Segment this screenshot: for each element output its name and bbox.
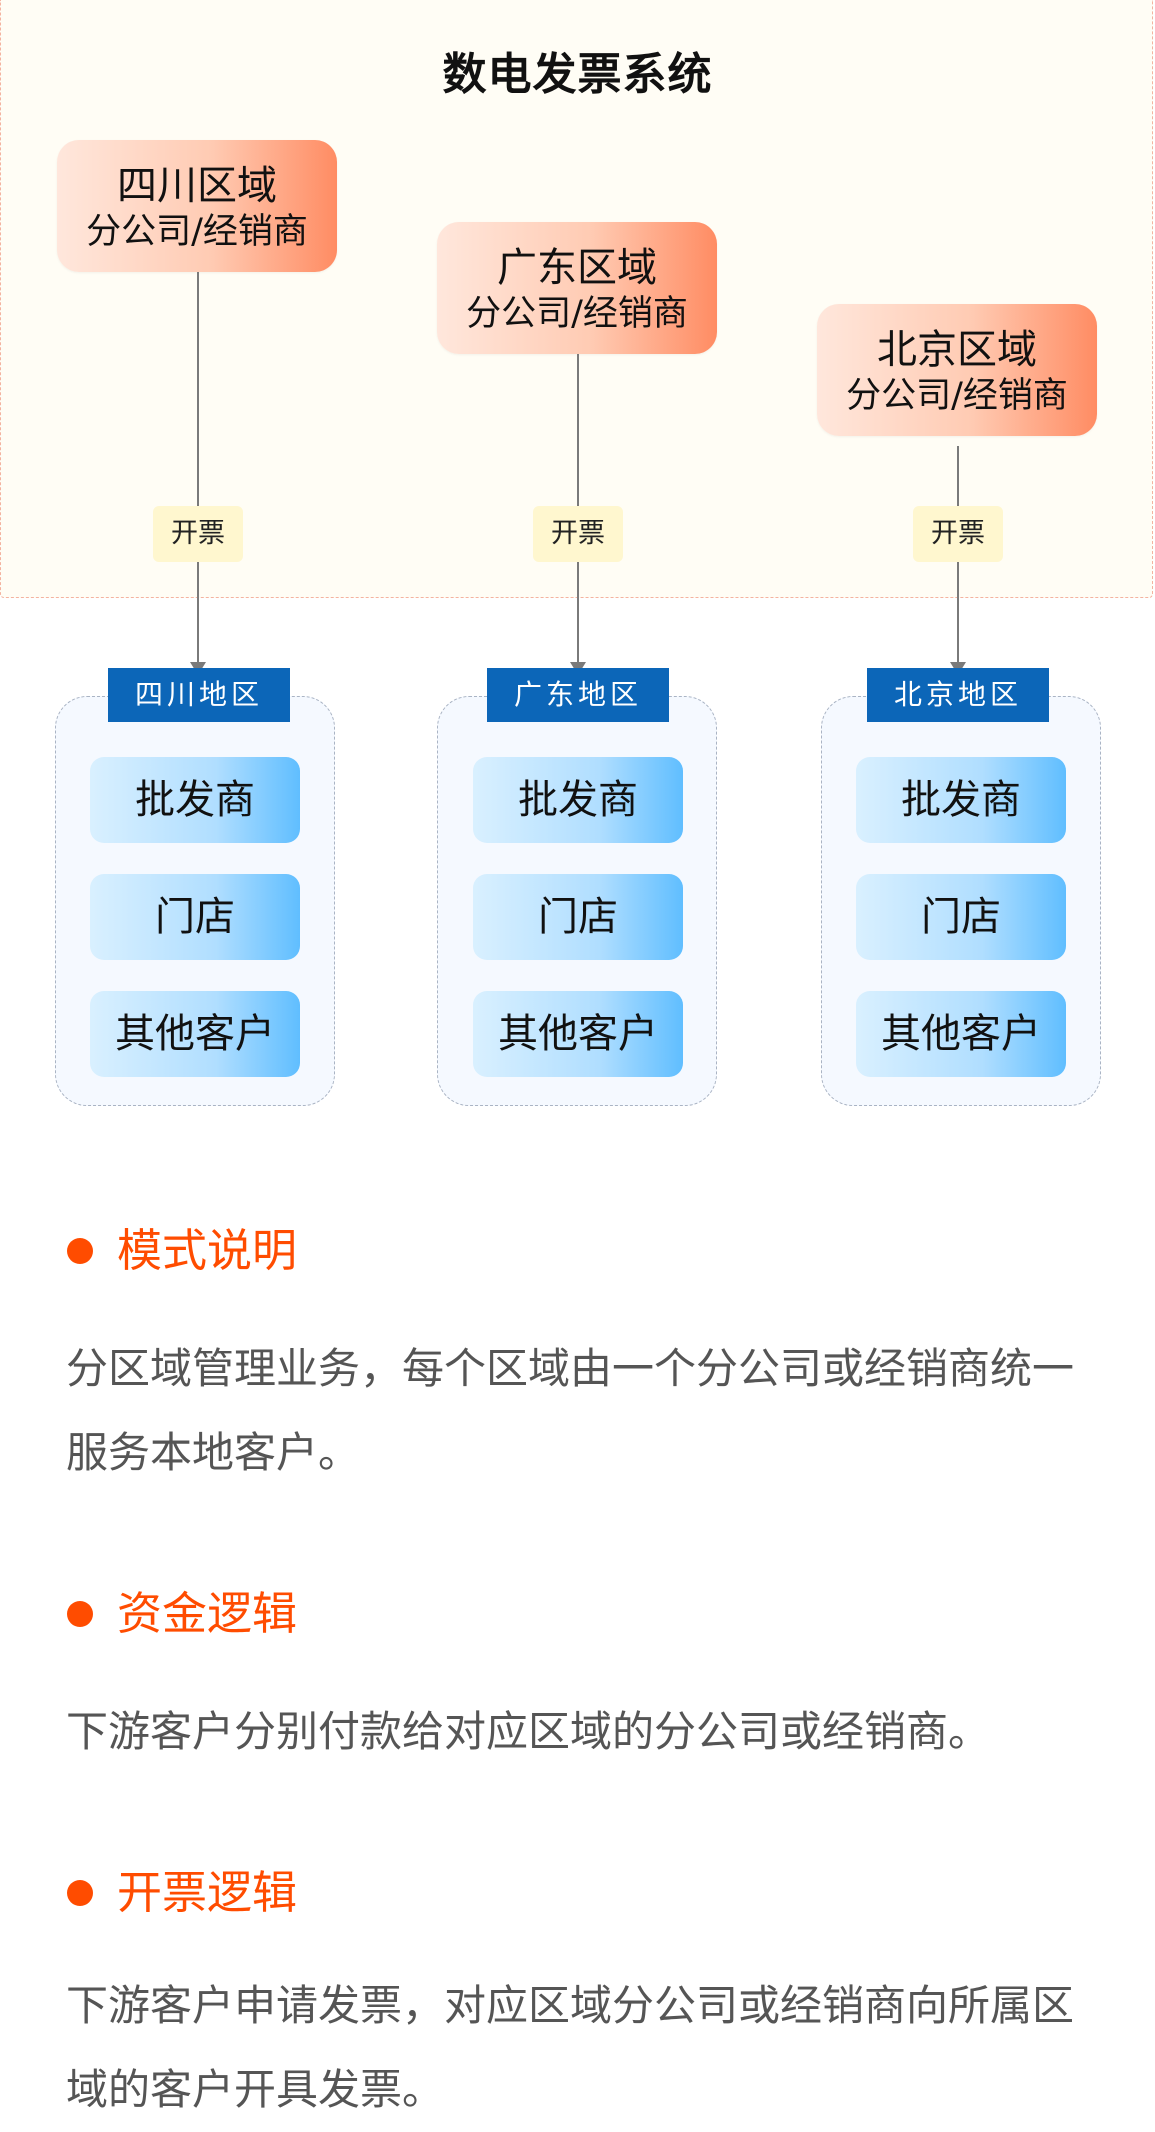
customer-store: 门店 bbox=[473, 874, 683, 960]
region-label-guangdong: 广东地区 bbox=[487, 668, 669, 722]
bullet-dot-icon bbox=[67, 1880, 93, 1906]
branch-beijing: 北京区域 分公司/经销商 bbox=[817, 304, 1097, 436]
branch-subtitle: 分公司/经销商 bbox=[466, 294, 688, 334]
connector-line bbox=[957, 446, 959, 506]
section-title-funds: 资金逻辑 bbox=[117, 1587, 298, 1640]
connector-line bbox=[577, 354, 579, 506]
customer-other: 其他客户 bbox=[473, 991, 683, 1077]
invoice-tag: 开票 bbox=[913, 506, 1003, 562]
branch-guangdong: 广东区域 分公司/经销商 bbox=[437, 222, 717, 354]
customer-store: 门店 bbox=[90, 874, 300, 960]
branch-sichuan: 四川区域 分公司/经销商 bbox=[57, 140, 337, 272]
connector-line bbox=[197, 562, 199, 664]
region-label-sichuan: 四川地区 bbox=[108, 668, 290, 722]
branch-subtitle: 分公司/经销商 bbox=[846, 376, 1068, 416]
region-label-beijing: 北京地区 bbox=[867, 668, 1049, 722]
connector-line bbox=[577, 562, 579, 664]
customer-wholesaler: 批发商 bbox=[90, 757, 300, 843]
branch-subtitle: 分公司/经销商 bbox=[86, 212, 308, 252]
invoice-tag: 开票 bbox=[153, 506, 243, 562]
customer-other: 其他客户 bbox=[90, 991, 300, 1077]
invoice-tag: 开票 bbox=[533, 506, 623, 562]
branch-name: 广东区域 bbox=[497, 245, 657, 291]
bullet-dot-icon bbox=[67, 1238, 93, 1264]
customer-store: 门店 bbox=[856, 874, 1066, 960]
section-body-mode: 分区域管理业务，每个区域由一个分公司或经销商统一服务本地客户。 bbox=[66, 1344, 1075, 1477]
connector-line bbox=[197, 272, 199, 506]
section-body-invoicing: 下游客户申请发票，对应区域分公司或经销商向所属区域的客户开具发票。 bbox=[66, 1981, 1075, 2114]
customer-wholesaler: 批发商 bbox=[473, 757, 683, 843]
customer-wholesaler: 批发商 bbox=[856, 757, 1066, 843]
section-title-mode: 模式说明 bbox=[117, 1224, 298, 1277]
section-body-funds: 下游客户分别付款给对应区域的分公司或经销商。 bbox=[66, 1707, 991, 1756]
bullet-dot-icon bbox=[67, 1601, 93, 1627]
customer-other: 其他客户 bbox=[856, 991, 1066, 1077]
branch-name: 北京区域 bbox=[877, 327, 1037, 373]
connector-line bbox=[957, 562, 959, 664]
system-title: 数电发票系统 bbox=[442, 49, 713, 100]
section-title-invoicing: 开票逻辑 bbox=[117, 1866, 298, 1919]
branch-name: 四川区域 bbox=[117, 163, 277, 209]
